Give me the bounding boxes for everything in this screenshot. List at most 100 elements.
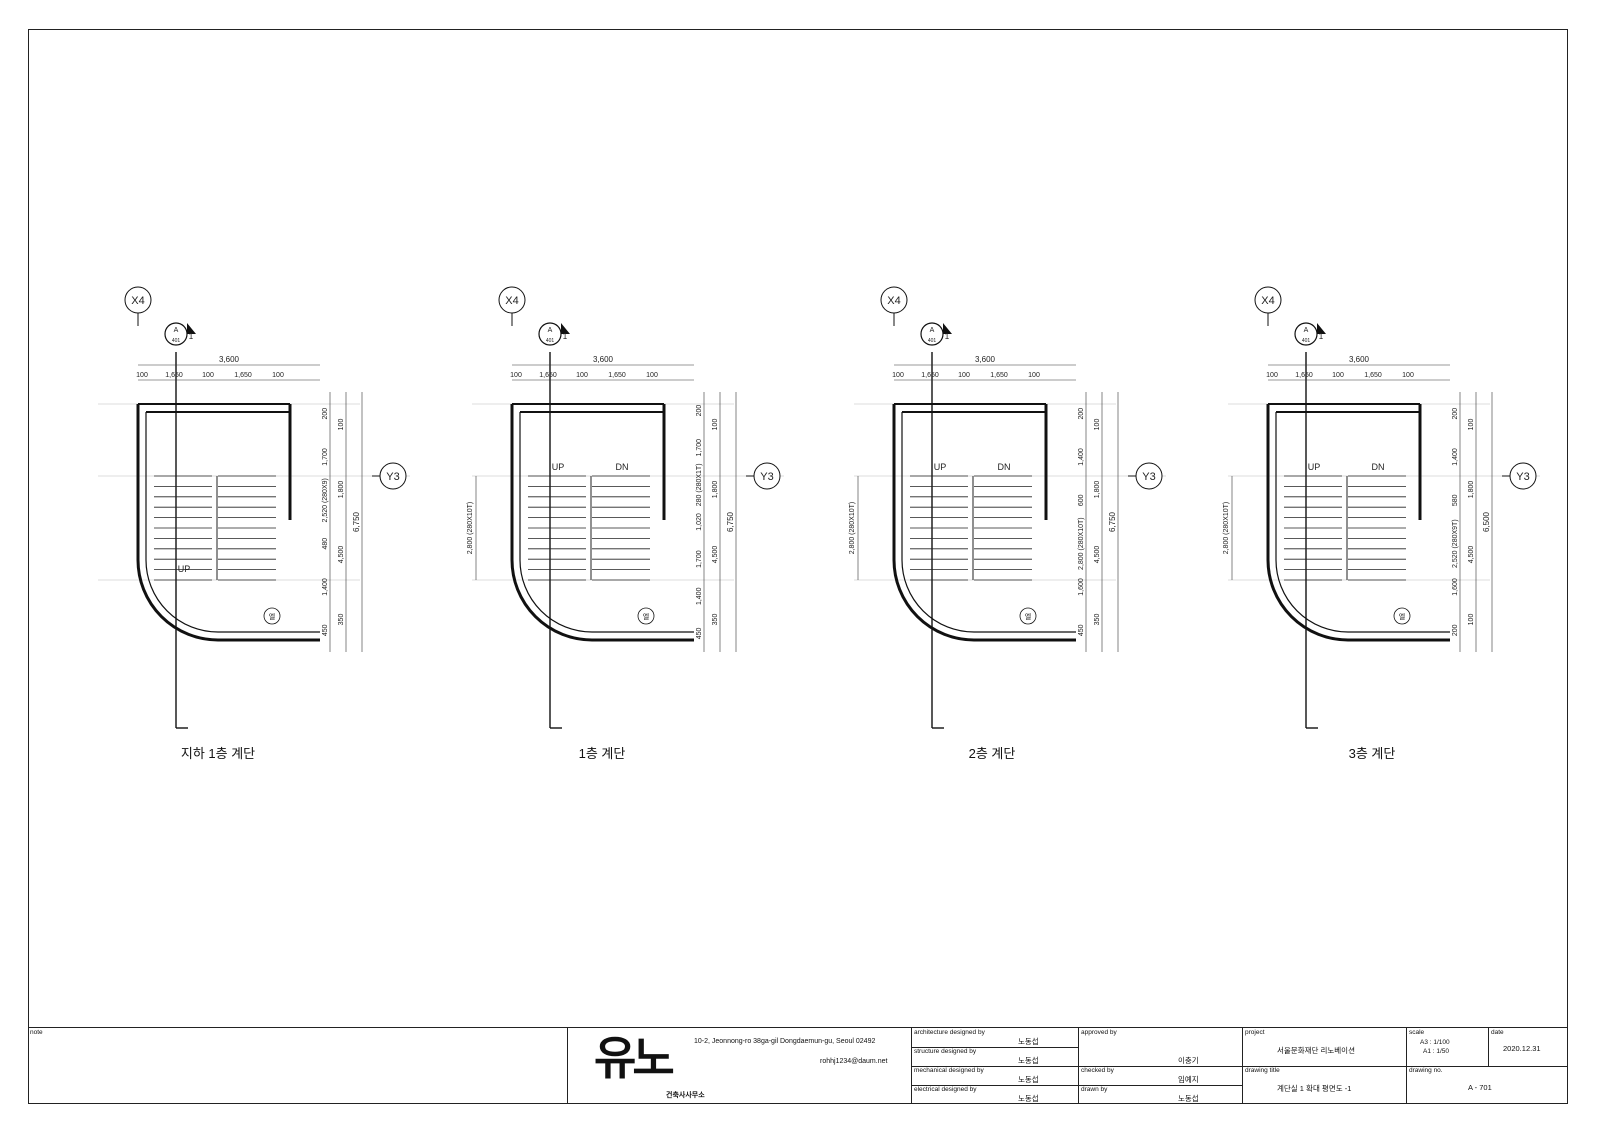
dim-right-segment: 2,800 (280X10T) xyxy=(1078,517,1085,570)
dim-right-segment: 1,800 xyxy=(712,481,719,499)
plan-title-3f: 3층 계단 xyxy=(1348,746,1396,761)
grid-label-x: X4 xyxy=(131,295,144,307)
dim-top-segment: 1,650 xyxy=(234,372,252,379)
grid-label-x: X4 xyxy=(1261,295,1274,307)
tb-row-line xyxy=(911,1085,1078,1086)
tb-row-line xyxy=(1078,1085,1242,1086)
tb-row-line xyxy=(911,1047,1078,1048)
drawn-label: drawn by xyxy=(1081,1086,1108,1093)
stair-direction-label: UP xyxy=(552,462,565,472)
dim-top-segment: 100 xyxy=(892,372,904,379)
dim-right-segment: 100 xyxy=(1094,419,1101,431)
mech-value: 노동섭 xyxy=(1018,1075,1039,1084)
tb-divider xyxy=(567,1028,568,1104)
elevator-symbol-label: 엘 xyxy=(1025,613,1031,621)
dim-right-segment: 100 xyxy=(338,419,345,431)
dim-right-segment: 200 xyxy=(1452,408,1459,420)
dim-top-segment: 1,650 xyxy=(539,372,557,379)
dim-right-segment: 280 (280X1T) xyxy=(696,463,703,506)
tb-row-line xyxy=(1242,1066,1568,1067)
date-value: 2020.12.31 xyxy=(1503,1044,1541,1053)
stair-run-right xyxy=(974,475,1032,581)
dim-top-segment: 100 xyxy=(1266,372,1278,379)
dim-right-segment: 450 xyxy=(322,624,329,636)
dim-right-segment: 2,520 (280X9) xyxy=(322,478,329,522)
plan-title-b1: 지하 1층 계단 xyxy=(180,746,256,761)
arch-label: architecture designed by xyxy=(914,1029,985,1036)
dim-right-segment: 200 xyxy=(1078,408,1085,420)
dim-top-segment: 1,650 xyxy=(608,372,626,379)
stair-wall-inner xyxy=(1275,412,1450,633)
office-address: 10-2, Jeonnong-ro 38ga-gil Dongdaemun-gu… xyxy=(694,1038,876,1045)
stair-wall-inner xyxy=(145,412,320,633)
elec-value: 노동섭 xyxy=(1018,1094,1039,1103)
dim-top-segment: 1,650 xyxy=(1295,372,1313,379)
drawing-title-value: 계단실 1 확대 평면도 -1 xyxy=(1277,1084,1352,1093)
office-email: rohhj1234@daum.net xyxy=(820,1058,888,1065)
dim-right-segment: 1,800 xyxy=(1094,481,1101,499)
dim-right-segment: 350 xyxy=(338,614,345,626)
dim-right-segment: 1,400 xyxy=(322,578,329,596)
grid-label-y: Y3 xyxy=(1142,471,1155,483)
dim-right-total: 6,750 xyxy=(352,511,361,532)
stair-direction-label: DN xyxy=(998,462,1011,472)
section-marker-bottom: 401 xyxy=(928,338,937,344)
dim-right-segment: 1,600 xyxy=(1452,578,1459,596)
struct-label: structure designed by xyxy=(914,1048,977,1055)
grid-bubble-y xyxy=(753,462,781,490)
stair-run-right xyxy=(592,475,650,581)
dim-top-segment: 100 xyxy=(958,372,970,379)
dim-right-segment: 1,400 xyxy=(696,587,703,605)
elevator-symbol xyxy=(1393,607,1411,625)
dim-top-total: 3,600 xyxy=(219,355,240,364)
section-marker-number: 1 xyxy=(563,332,568,341)
stair-run-right xyxy=(1348,475,1406,581)
stair-direction-label: UP xyxy=(934,462,947,472)
dim-right-segment: 100 xyxy=(1468,614,1475,626)
section-marker-top: A xyxy=(1304,327,1309,334)
dim-right-segment: 1,800 xyxy=(338,481,345,499)
dim-left: 2,800 (280X10T) xyxy=(467,502,474,555)
grid-label-x: X4 xyxy=(887,295,900,307)
dim-right-segment: 1,400 xyxy=(1078,448,1085,466)
drawing-no-label: drawing no. xyxy=(1409,1067,1443,1074)
stair-run-left xyxy=(1284,475,1342,581)
section-marker-top: A xyxy=(930,327,935,334)
elevator-symbol-label: 엘 xyxy=(643,613,649,621)
project-label: project xyxy=(1245,1029,1265,1036)
section-marker-arrow xyxy=(561,323,570,334)
dim-right-segment: 2,520 (280X9T) xyxy=(1452,519,1459,568)
dim-top-segment: 100 xyxy=(576,372,588,379)
drawing-title-label: drawing title xyxy=(1245,1067,1280,1074)
section-marker-arrow xyxy=(943,323,952,334)
section-marker-bottom: 401 xyxy=(172,338,181,344)
scale-a1: A1 : 1/50 xyxy=(1423,1048,1450,1055)
dim-top-segment: 1,650 xyxy=(990,372,1008,379)
grid-label-x: X4 xyxy=(505,295,518,307)
stair-wall-top xyxy=(1268,403,1420,413)
dim-right-segment: 100 xyxy=(1468,419,1475,431)
drawn-value: 노동섭 xyxy=(1178,1094,1199,1103)
dim-top-segment: 100 xyxy=(136,372,148,379)
stair-wall-top xyxy=(138,403,290,413)
dim-right-total: 6,750 xyxy=(1108,511,1117,532)
elec-label: electrical designed by xyxy=(914,1086,977,1093)
dim-right-segment: 1,800 xyxy=(1468,481,1475,499)
dim-top-segment: 1,650 xyxy=(1364,372,1382,379)
section-marker-arrow xyxy=(1317,323,1326,334)
tb-row-line xyxy=(1078,1066,1242,1067)
section-marker-number: 1 xyxy=(945,332,950,341)
dim-top-total: 3,600 xyxy=(975,355,996,364)
dim-left: 2,800 (280X10T) xyxy=(1223,502,1230,555)
elevator-symbol xyxy=(263,607,281,625)
approved-value: 이충기 xyxy=(1178,1056,1199,1065)
dim-right-segment: 350 xyxy=(1094,614,1101,626)
grid-bubble-y xyxy=(1135,462,1163,490)
dim-top-segment: 1,650 xyxy=(921,372,939,379)
dim-right-segment: 1,020 xyxy=(696,513,703,531)
elevator-symbol-label: 엘 xyxy=(269,613,275,621)
